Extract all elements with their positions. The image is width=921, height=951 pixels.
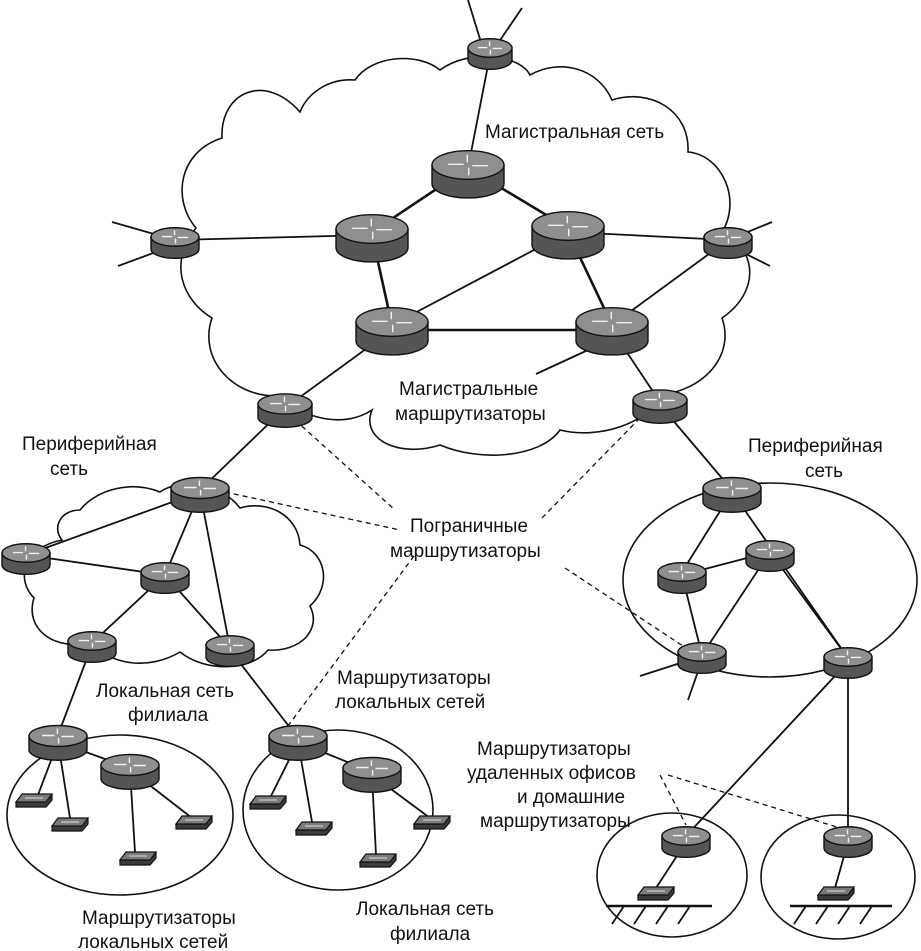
- label-branch-lan-top-line2: филиала: [128, 705, 209, 726]
- left-peripheral-router-top: [171, 478, 229, 513]
- branch-lan-router-middle-inner: [343, 758, 401, 793]
- border-router-left: [258, 394, 312, 427]
- label-remote-routers-line1: Маршрутизаторы: [477, 739, 631, 760]
- left-peripheral-router-south-west: [68, 632, 116, 663]
- left-peripheral-router-center: [141, 563, 189, 594]
- switch-icon: [637, 886, 675, 901]
- label-lan-routers-mid-line1: Маршрутизаторы: [337, 668, 491, 689]
- switch-icon: [119, 851, 157, 866]
- remote-office-router-right: [824, 827, 872, 858]
- remote-office-router-left: [662, 827, 710, 858]
- backbone-router-left: [336, 215, 408, 262]
- switch-icon: [817, 886, 855, 901]
- backbone-router-lower-left: [356, 308, 428, 355]
- branch-lan-router-middle: [269, 726, 327, 761]
- label-border-routers-line1: Пограничные: [410, 516, 528, 537]
- backbone-router-center: [432, 151, 504, 198]
- right-peripheral-border-router: [678, 643, 726, 674]
- label-border-routers-line2: маршрутизаторы: [390, 541, 541, 562]
- label-branch-lan-bottom-line2: филиала: [390, 924, 471, 945]
- label-remote-routers-line4: маршрутизаторы: [480, 811, 631, 832]
- label-remote-routers-line3: и домашние: [517, 787, 625, 808]
- backbone-router-right: [532, 212, 604, 259]
- backbone-router-lower-right: [576, 308, 648, 355]
- border-router-right: [633, 390, 687, 423]
- branch-lan-router-left: [29, 726, 87, 761]
- label-lan-routers-mid-line2: локальных сетей: [335, 692, 485, 713]
- label-lan-routers-bottom-line1: Маршрутизаторы: [82, 908, 236, 929]
- branch-lan-router-left-inner: [101, 755, 159, 790]
- label-peripheral-left-line2: сеть: [50, 459, 88, 480]
- switch-icon: [359, 853, 397, 868]
- callout-lines: [224, 349, 841, 829]
- switch-icon: [295, 821, 333, 836]
- label-backbone-routers-line2: маршрутизаторы: [395, 404, 546, 425]
- backbone-edge-router-right: [704, 228, 752, 259]
- backbone-edge-router-top: [468, 39, 512, 70]
- lan-buses: [606, 904, 892, 925]
- label-lan-routers-bottom-line2: локальных сетей: [78, 932, 228, 951]
- switch-icon: [175, 815, 213, 830]
- label-backbone-network: Магистральная сеть: [485, 122, 664, 143]
- label-peripheral-right-line1: Периферийная: [748, 436, 883, 457]
- switch-icon: [413, 815, 451, 830]
- left-peripheral-router-south-east: [206, 636, 254, 667]
- label-remote-routers-line2: удаленных офисов: [467, 763, 636, 784]
- right-peripheral-ring: [622, 482, 918, 678]
- right-peripheral-router-center: [746, 541, 794, 572]
- switch-icon: [15, 793, 53, 808]
- right-peripheral-router-south-east: [824, 648, 872, 679]
- switch-icon: [51, 817, 89, 832]
- left-peripheral-router-west: [2, 544, 50, 575]
- label-branch-lan-top-line1: Локальная сеть: [96, 681, 234, 702]
- label-branch-lan-bottom-line1: Локальная сеть: [356, 899, 494, 920]
- right-peripheral-router-top: [703, 478, 761, 513]
- label-backbone-routers-line1: Магистральные: [399, 379, 538, 400]
- backbone-edge-router-left: [151, 228, 199, 259]
- label-peripheral-left-line1: Периферийная: [22, 434, 157, 455]
- label-peripheral-right-line2: сеть: [805, 461, 843, 482]
- right-peripheral-router-west: [658, 563, 706, 594]
- labels: Магистральная сеть Магистральные маршрут…: [22, 122, 883, 951]
- switch-icon: [249, 795, 287, 810]
